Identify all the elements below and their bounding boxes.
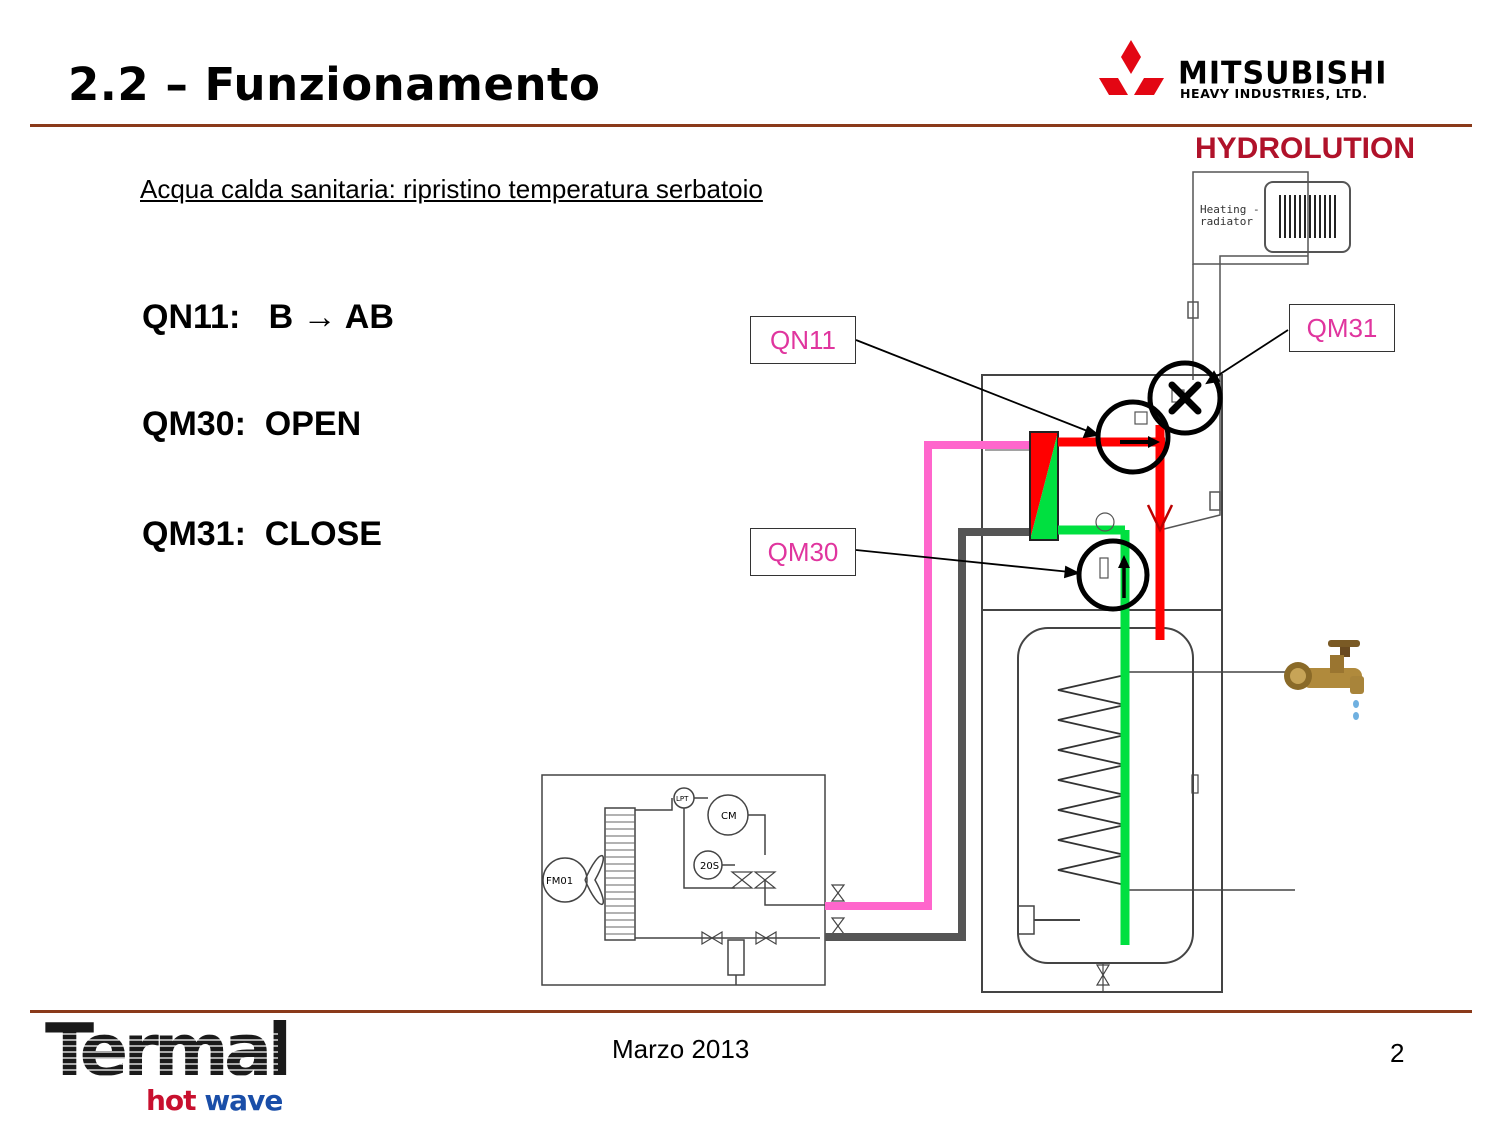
- valve-label: 20S: [700, 861, 719, 872]
- fan-label: FM01: [546, 876, 573, 887]
- valve-state-qn11: QN11: B → AB: [142, 298, 394, 336]
- termal-logo-tagline: hot wave: [146, 1084, 283, 1117]
- closed-valve-icon: [1168, 381, 1202, 415]
- pressure-label: LPT: [676, 795, 689, 803]
- slide-subtitle: Acqua calda sanitaria: ripristino temper…: [140, 174, 763, 204]
- pink-pipe: [825, 441, 1030, 910]
- mitsubishi-logo: [1099, 40, 1164, 95]
- heating-coil: [1057, 674, 1126, 886]
- three-diamonds-icon: [1099, 40, 1164, 95]
- page-title: 2.2 – Funzionamento: [68, 58, 601, 111]
- callout-qn11: QN11: [750, 316, 856, 364]
- valve-qm30-ring: [1076, 538, 1150, 612]
- brand-name: MITSUBISHI: [1178, 55, 1388, 92]
- callout-qm30: QM30: [750, 528, 856, 576]
- valve-qm31-ring: [1147, 360, 1223, 436]
- heat-exchanger: [1029, 431, 1059, 541]
- product-name: HYDROLUTION: [1195, 132, 1415, 165]
- compressor-label: CM: [721, 811, 737, 822]
- heating-radiator: [1192, 171, 1351, 265]
- cold-water-pipe: [1058, 525, 1130, 945]
- valve-state-qm31: QM31: CLOSE: [142, 515, 382, 553]
- termal-logo-lines: [48, 1033, 278, 1077]
- header-rule: [30, 124, 1472, 127]
- page-number: 2: [1390, 1038, 1405, 1068]
- valve-qn11-ring: [1095, 399, 1171, 475]
- callout-qm31: QM31: [1289, 304, 1395, 352]
- footer-date: Marzo 2013: [612, 1034, 750, 1064]
- footer-rule: [30, 1010, 1472, 1013]
- outdoor-unit: [541, 774, 828, 986]
- heating-radiator-label: Heating - radiator: [1200, 203, 1260, 228]
- brand-subtitle: HEAVY INDUSTRIES, LTD.: [1180, 86, 1368, 101]
- indoor-unit: [981, 374, 1223, 993]
- valve-state-qm30: QM30: OPEN: [142, 405, 362, 443]
- termal-logo-word: Termal: [45, 1008, 292, 1092]
- gray-pipe: [825, 528, 1030, 941]
- faucet-icon: [1284, 640, 1364, 720]
